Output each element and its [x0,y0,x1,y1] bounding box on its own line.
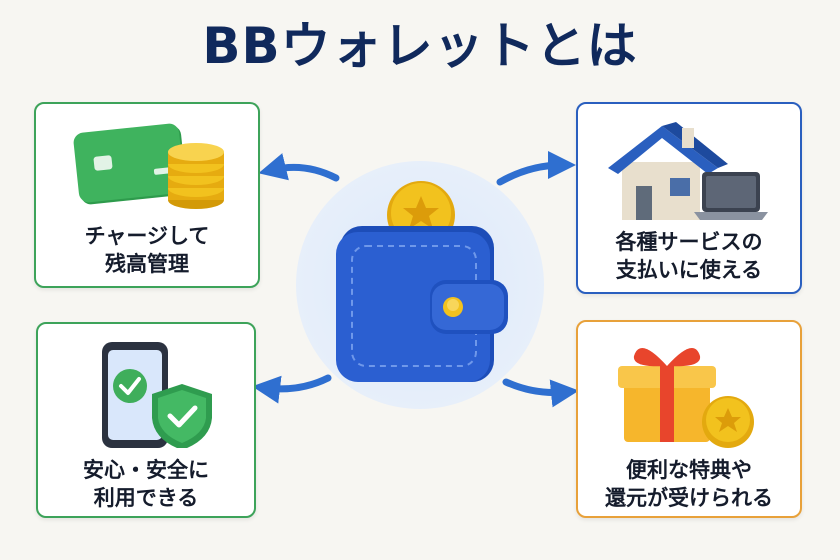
card-and-coins-icon [73,123,224,209]
feature-card-charge: チャージして残高管理 [34,102,260,288]
house-and-laptop-icon [608,122,768,220]
page-title: BBウォレットとは [202,17,638,75]
phone-shield-icon [102,342,212,448]
arrows [252,151,579,408]
arrow-top-right [496,151,576,186]
gift-and-coin-icon [618,348,754,448]
wallet-with-coin-icon [336,181,508,382]
feature-label: 便利な特典や還元が受けられる [605,458,773,510]
feature-label: チャージして残高管理 [84,224,210,276]
feature-label: 安心・安全に利用できる [83,458,209,510]
feature-card-payment: 各種サービスの支払いに使える [576,102,802,294]
arrow-bottom-left [252,374,332,404]
feature-card-rewards: 便利な特典や還元が受けられる [576,320,802,518]
arrow-top-left [258,153,340,182]
feature-card-security: 安心・安全に利用できる [36,322,256,518]
feature-label: 各種サービスの支払いに使える [615,230,763,282]
arrow-bottom-right [502,378,579,408]
